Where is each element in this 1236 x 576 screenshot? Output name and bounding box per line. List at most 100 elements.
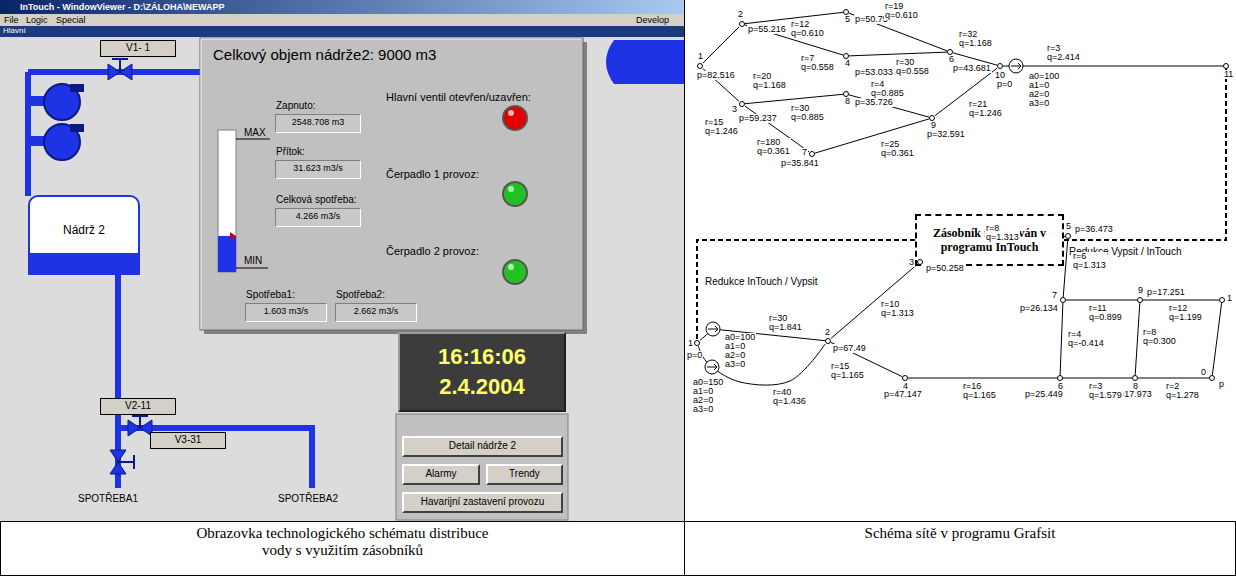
edge-label: r=8 q=1.313	[985, 224, 1020, 242]
node-label: 2	[824, 328, 831, 337]
clock-display: 16:16:062.4.2004	[398, 332, 566, 412]
valve-tag: V1- 1	[100, 40, 176, 57]
node-label: p=35.841	[780, 159, 820, 168]
dashed-link	[1064, 69, 1226, 240]
edge-label: r=10 q=1.313	[880, 300, 915, 318]
valve-tag: V3-31	[150, 432, 226, 449]
network-node: 7p=26.134	[1060, 297, 1066, 303]
pipe-line	[1135, 303, 1140, 375]
node-label: p=82.516	[696, 71, 736, 80]
node-label: p=36.473	[1074, 225, 1114, 234]
pipe-line	[908, 378, 1057, 379]
pump-parameter: a3=0	[1028, 99, 1050, 108]
node-text: Spotřeba2:	[336, 289, 385, 301]
tank: Nádrž 2	[28, 195, 140, 275]
network-node: 10p=0	[997, 63, 1003, 69]
network-node: 2p=67.49	[825, 338, 831, 344]
edge-label: r=12 q=0.610	[790, 20, 825, 38]
network-node: 1p=82.516	[697, 63, 703, 69]
node-text: Trendy	[509, 466, 540, 481]
network-node: 4p=47.147	[902, 375, 908, 381]
network-node: 1p=0	[694, 340, 700, 346]
node-text: Logic	[26, 15, 48, 25]
valve-handle	[112, 59, 128, 72]
pump-parameter: a1=0	[692, 387, 714, 396]
panel-bevel	[201, 39, 582, 329]
pump-parameter: a3=0	[692, 405, 714, 414]
edge-label: r=3 q=1.579	[1088, 382, 1123, 400]
value-field: Zapnuto:2548.708 m3	[275, 114, 361, 133]
edge-label: r=180 q=0.361	[756, 138, 791, 156]
push-button: Detail nádrže 2	[402, 436, 563, 457]
consumer-label: SPOTŘEBA1	[78, 493, 138, 504]
edge-label: r=15 q=1.246	[704, 118, 739, 136]
edge-label: r=19 q=0.610	[884, 2, 919, 20]
node-label: p=59.237	[738, 114, 778, 123]
status-label: Hlavní ventil otevřen/uzavřen:	[386, 91, 531, 103]
valve-handle	[132, 416, 148, 428]
pump-outlet	[70, 84, 84, 92]
pump-parameter: a3=0	[724, 360, 746, 369]
node-text: Special	[56, 15, 86, 25]
node-text: Spotřeba1:	[246, 289, 295, 301]
node-label: p=32.591	[926, 130, 966, 139]
pipe-line	[849, 95, 929, 117]
push-button: Havarijní zastavení provozu	[402, 492, 563, 513]
pump-parameter: a2=0	[692, 396, 714, 405]
node-label: 9	[930, 121, 937, 130]
edge-label: r=21 q=1.246	[968, 100, 1003, 118]
node-text: Havarijní zastavení provozu	[421, 494, 544, 509]
node-label: 9	[1137, 286, 1144, 295]
edge-label: r=4 q=-0.414	[1067, 330, 1105, 348]
edge-label: Redukce InTouch / Vypsit	[704, 276, 818, 287]
node-text: 4.266 m3/s	[296, 209, 341, 224]
button-panel	[396, 414, 568, 520]
screen-background	[0, 0, 684, 521]
pump-parameter: a0=150	[692, 378, 724, 387]
pump-arrow	[1011, 63, 1021, 69]
node-text: Přítok:	[276, 146, 305, 158]
node-text: V3-31	[175, 433, 202, 446]
pump-parameter: a2=0	[1028, 90, 1050, 99]
info-panel: Celkový objem nádrže2: 9000 m3Zapnuto:25…	[200, 38, 583, 330]
edge-label: r=8 q=0.300	[1142, 328, 1177, 346]
network-node: 6p=25.449	[1057, 375, 1063, 381]
status-label: Čerpadlo 1 provoz:	[386, 168, 479, 180]
node-label: p=43.681	[952, 64, 992, 73]
node-label: 10	[994, 71, 1006, 80]
edge-label: r=30 q=0.885	[790, 104, 825, 122]
info-panel-ground	[200, 38, 583, 330]
edge-label: r=12 q=1.199	[1168, 304, 1203, 322]
node-label: 6	[948, 55, 955, 64]
light-glint	[508, 186, 514, 192]
pump-parameter: a0=100	[724, 333, 756, 342]
node-label: 11	[1223, 70, 1234, 79]
network-node: 1	[1219, 297, 1225, 303]
pipe	[28, 72, 205, 196]
edge-label: r=6 q=1.313	[1072, 252, 1107, 270]
node-label: p=26.134	[1019, 304, 1059, 313]
node-label: p=50.258	[925, 264, 965, 273]
network-node: 3p=50.258	[917, 259, 923, 265]
network-node: 9p=32.591	[929, 115, 935, 121]
table-caption: Obrazovka technologického schématu distr…	[180, 525, 505, 559]
pipe-line	[1143, 300, 1219, 301]
node-label: 8	[844, 97, 851, 106]
status-light	[503, 182, 527, 206]
valve-handle	[118, 455, 134, 469]
network-node: 11	[1223, 63, 1229, 69]
node-text: 1.603 m3/s	[264, 304, 309, 319]
pump-parameter: a0=100	[1028, 72, 1060, 81]
gauge-mark-label: MIN	[244, 255, 262, 266]
node-text: Hlavní	[3, 26, 26, 36]
node-label: 2	[737, 10, 744, 19]
status-light	[503, 260, 527, 284]
node-text: Detail nádrže 2	[449, 438, 516, 453]
node-label: 1	[697, 52, 704, 61]
node-text: Develop	[636, 15, 669, 25]
pipe-line	[849, 52, 947, 56]
node-text: Celková spotřeba:	[276, 194, 357, 206]
